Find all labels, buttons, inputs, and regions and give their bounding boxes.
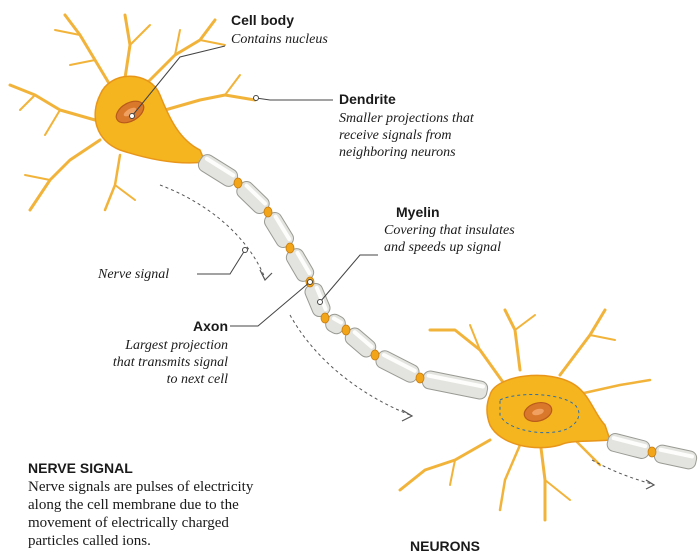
nerve-signal-text-line-3: movement of electrically charged bbox=[28, 514, 229, 532]
axon-myelin-sheath bbox=[196, 152, 240, 189]
axon-node bbox=[264, 207, 272, 217]
myelin-description-line-1: Covering that insulates bbox=[384, 222, 515, 239]
axon-myelin-sheath bbox=[374, 348, 422, 384]
axon-2-myelin-sheath bbox=[606, 432, 652, 460]
nerve-signal-label: Nerve signal bbox=[98, 266, 169, 283]
axon-description-line-2: that transmits signal bbox=[60, 354, 228, 371]
dendrite-description-line-2: receive signals from bbox=[339, 127, 452, 144]
cell-body-shape bbox=[95, 76, 205, 163]
nerve-signal-text-line-2: along the cell membrane due to the bbox=[28, 496, 239, 514]
dendrite-title: Dendrite bbox=[339, 91, 396, 108]
axon-2-myelin-sheath bbox=[653, 444, 698, 470]
axon-myelin-sheath bbox=[303, 281, 332, 318]
axon-segments-2 bbox=[606, 432, 698, 470]
nerve-signal-text-line-4: particles called ions. bbox=[28, 532, 151, 550]
signal-arrow-3 bbox=[592, 460, 652, 484]
axon-title: Axon bbox=[60, 318, 228, 335]
axon-description-line-3: to next cell bbox=[60, 371, 228, 388]
nerve-signal-text-line-1: Nerve signals are pulses of electricity bbox=[28, 478, 253, 496]
axon-node bbox=[342, 325, 350, 335]
cell-body-title: Cell body bbox=[231, 12, 294, 29]
cell-body-description: Contains nucleus bbox=[231, 31, 328, 48]
myelin-description-line-2: and speeds up signal bbox=[384, 239, 501, 256]
axon-node bbox=[371, 350, 379, 360]
second-neuron bbox=[400, 310, 650, 520]
nerve-signal-heading: NERVE SIGNAL bbox=[28, 460, 133, 477]
myelin-title: Myelin bbox=[396, 204, 440, 221]
leader-lines bbox=[132, 46, 378, 326]
axon-myelin-sheath bbox=[421, 370, 489, 400]
axon-description-line-1: Largest projection bbox=[60, 337, 228, 354]
axon-node bbox=[321, 313, 329, 323]
neurons-title: NEURONS bbox=[410, 538, 480, 555]
dendrite-description-line-3: neighboring neurons bbox=[339, 144, 456, 161]
dendrite-description-line-1: Smaller projections that bbox=[339, 110, 474, 127]
axon-node bbox=[234, 178, 242, 188]
axon-node bbox=[416, 373, 424, 383]
axon-2-node bbox=[648, 447, 656, 457]
axon-node bbox=[286, 243, 294, 253]
